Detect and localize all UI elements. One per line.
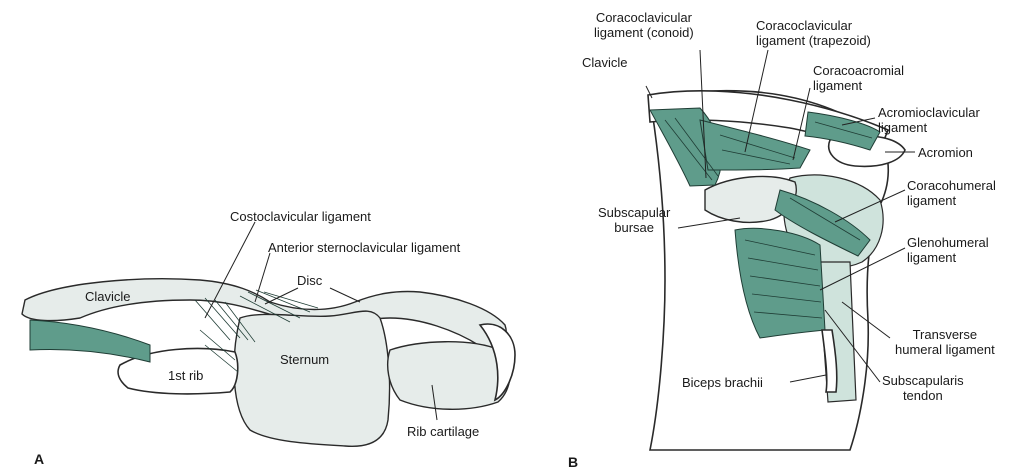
label-transverse-humeral-ligament: Transverse humeral ligament: [895, 327, 995, 357]
label-clavicle-b: Clavicle: [582, 55, 628, 70]
label-coracohumeral-line1: Coracohumeral: [907, 178, 996, 193]
label-subscapular-bursae: Subscapular bursae: [598, 205, 670, 235]
label-coracoacromial-line1: Coracoacromial: [813, 63, 904, 78]
label-coracoclavicular-conoid: Coracoclavicular ligament (conoid): [594, 10, 694, 40]
label-subscapular-bursae-line2: bursae: [598, 220, 670, 235]
panel-b-illustration: [646, 50, 915, 450]
label-first-rib: 1st rib: [168, 368, 203, 383]
label-subscapularis-tendon-line2: tendon: [882, 388, 964, 403]
label-rib-cartilage: Rib cartilage: [407, 424, 479, 439]
label-disc: Disc: [297, 273, 322, 288]
label-coracoclavicular-conoid-line1: Coracoclavicular: [594, 10, 694, 25]
label-costoclavicular-ligament: Costoclavicular ligament: [230, 209, 371, 224]
label-coracoclavicular-trapezoid-line2: ligament (trapezoid): [756, 33, 871, 48]
sternum-bone: [234, 311, 390, 446]
panel-letter-b: B: [568, 455, 578, 470]
label-coracoclavicular-conoid-line2: ligament (conoid): [594, 25, 694, 40]
label-acromioclavicular-line1: Acromioclavicular: [878, 105, 980, 120]
label-coracoclavicular-trapezoid-line1: Coracoclavicular: [756, 18, 871, 33]
label-subscapularis-tendon: Subscapularis tendon: [882, 373, 964, 403]
label-glenohumeral-line2: ligament: [907, 250, 989, 265]
label-coracohumeral-ligament: Coracohumeral ligament: [907, 178, 996, 208]
medial-muscle: [30, 320, 150, 362]
rib-cartilage-bone: [388, 342, 510, 410]
label-transverse-humeral-line1: Transverse: [895, 327, 995, 342]
label-sternum: Sternum: [280, 352, 329, 367]
label-acromioclavicular-line2: ligament: [878, 120, 980, 135]
panel-letter-a: A: [34, 452, 44, 467]
label-coracohumeral-line2: ligament: [907, 193, 996, 208]
label-biceps-brachii: Biceps brachii: [682, 375, 763, 390]
label-glenohumeral-line1: Glenohumeral: [907, 235, 989, 250]
leader-disc-2: [330, 288, 360, 302]
label-coracoacromial-line2: ligament: [813, 78, 904, 93]
label-transverse-humeral-line2: humeral ligament: [895, 342, 995, 357]
label-glenohumeral-ligament: Glenohumeral ligament: [907, 235, 989, 265]
label-subscapularis-tendon-line1: Subscapularis: [882, 373, 964, 388]
label-acromioclavicular-ligament: Acromioclavicular ligament: [878, 105, 980, 135]
label-coracoclavicular-trapezoid: Coracoclavicular ligament (trapezoid): [756, 18, 871, 48]
panel-a-illustration: [22, 222, 515, 446]
label-acromion: Acromion: [918, 145, 973, 160]
label-subscapular-bursae-line1: Subscapular: [598, 205, 670, 220]
label-coracoacromial-ligament: Coracoacromial ligament: [813, 63, 904, 93]
label-anterior-sternoclavicular-ligament: Anterior sternoclavicular ligament: [268, 240, 460, 255]
label-clavicle-a: Clavicle: [85, 289, 131, 304]
